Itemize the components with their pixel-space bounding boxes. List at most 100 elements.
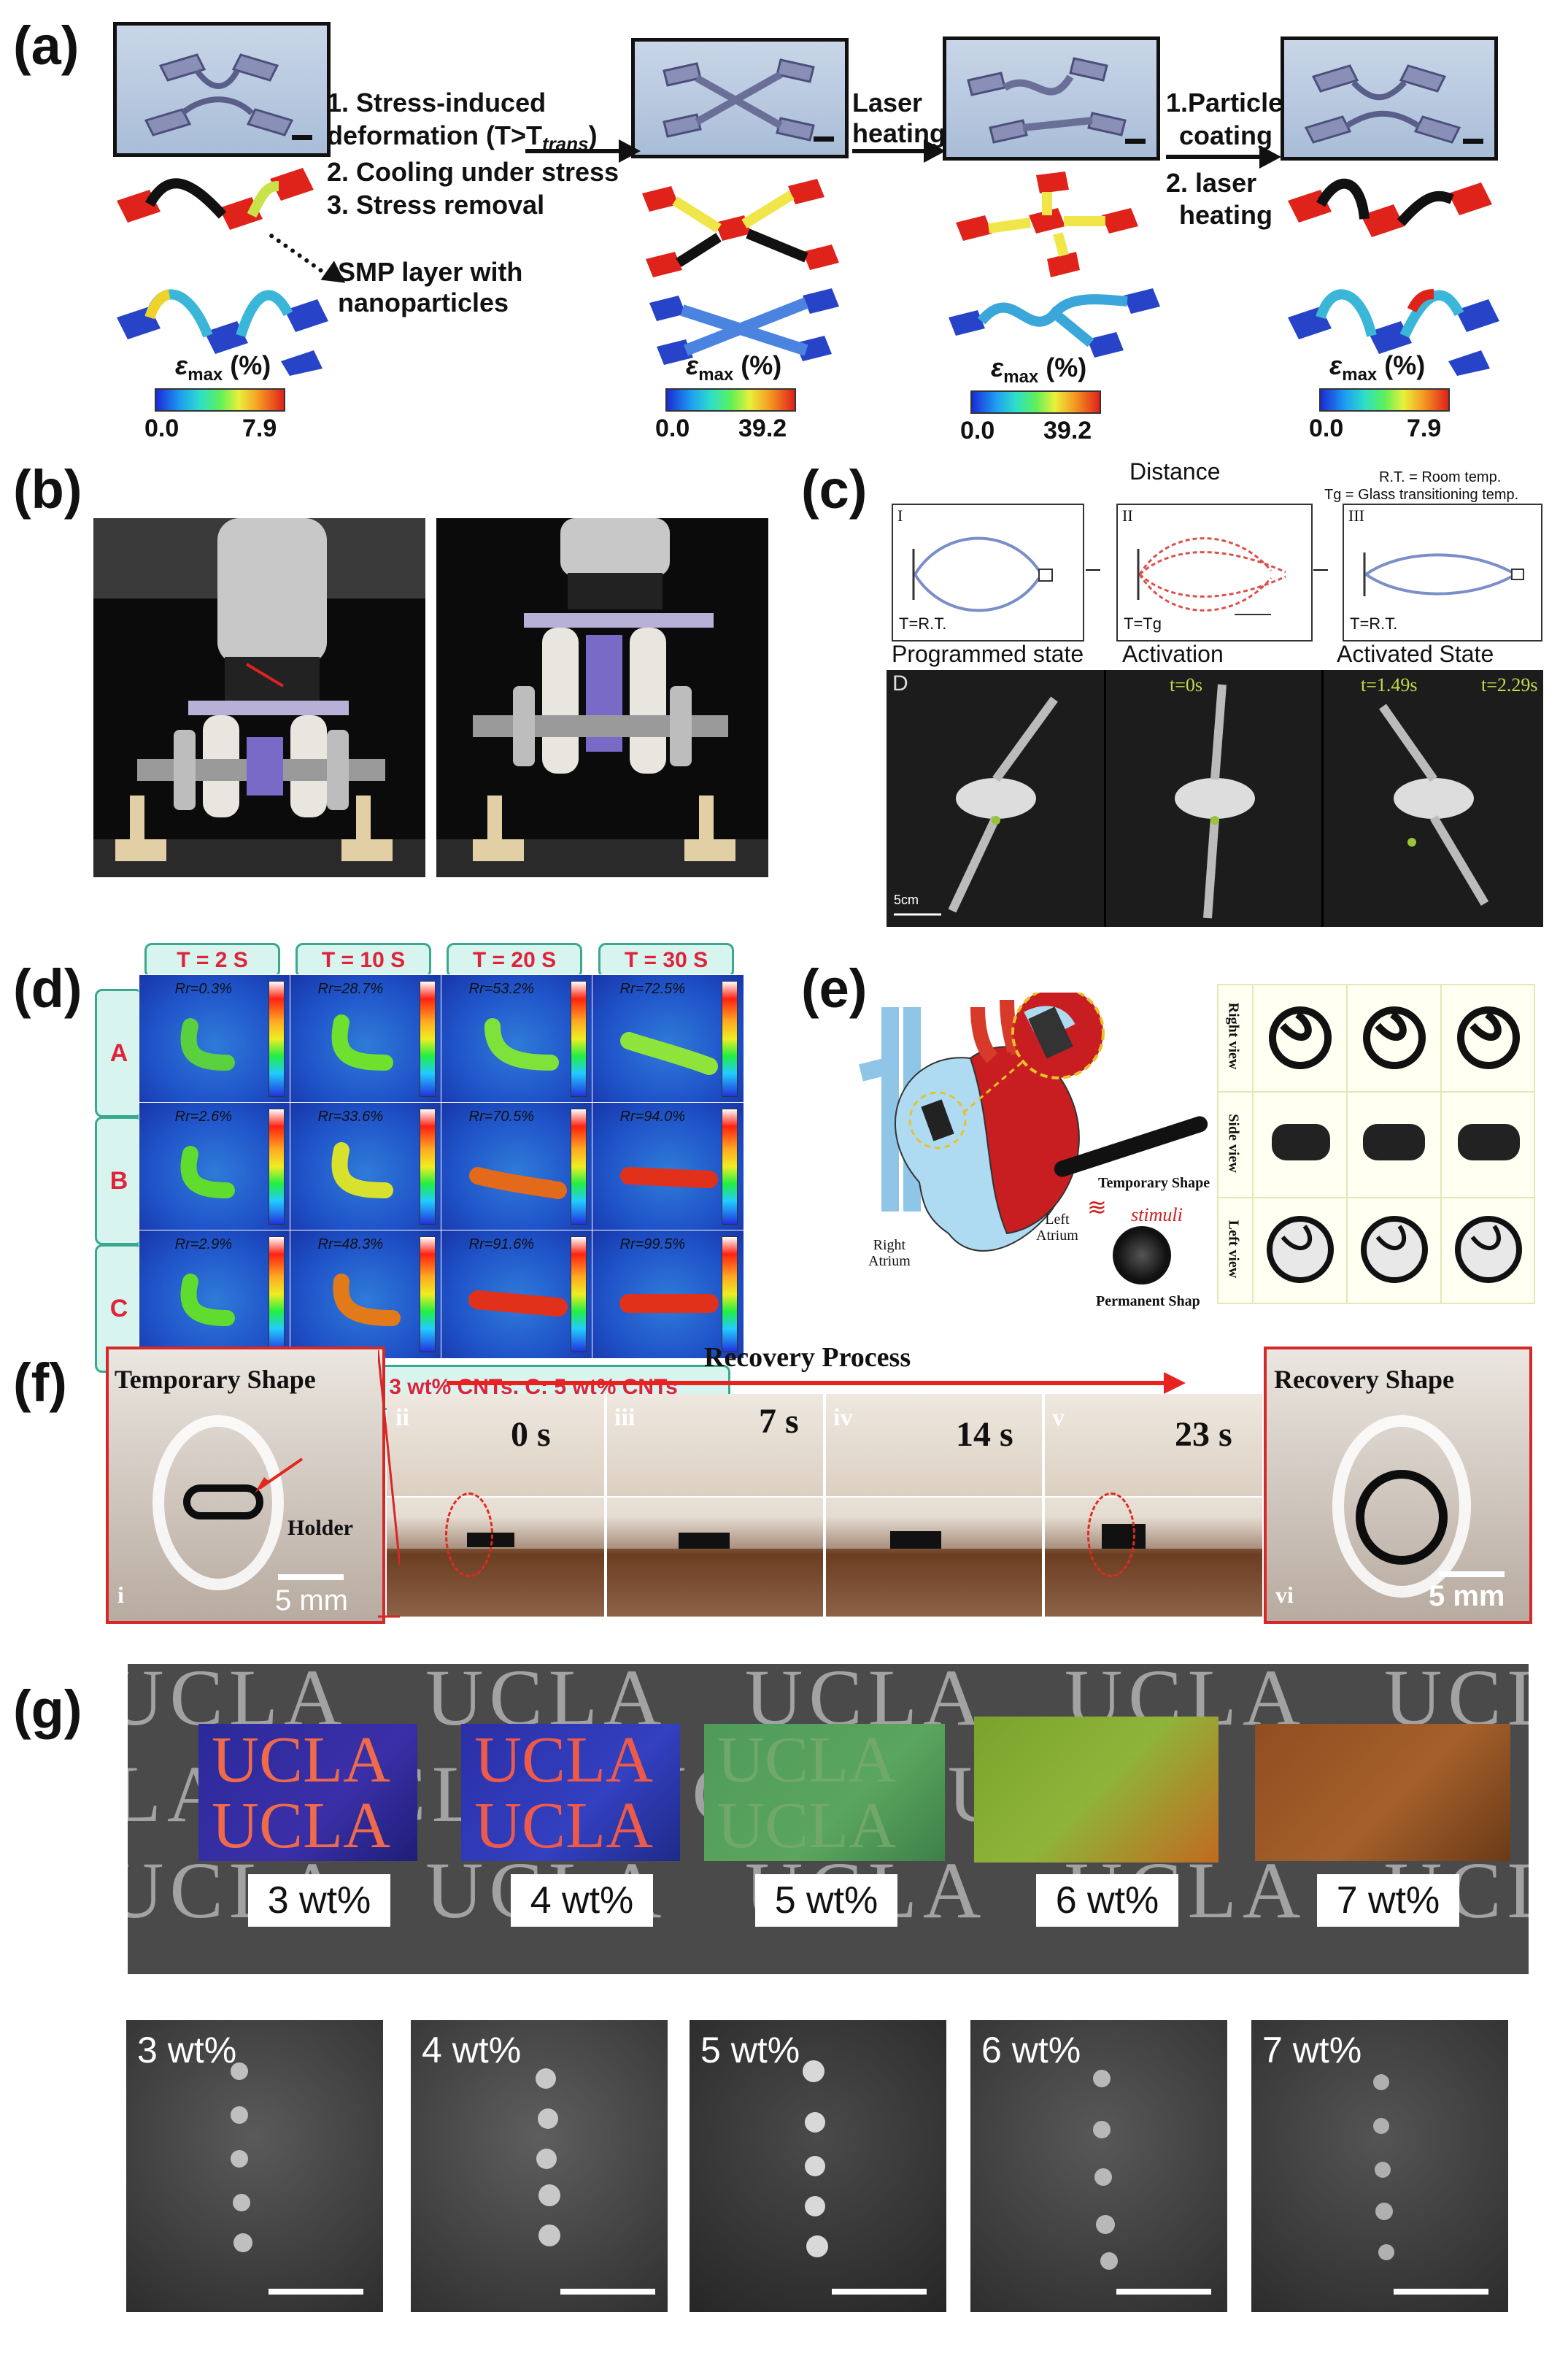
thermal-a4: Rr=72.5% (592, 974, 744, 1103)
panel-a-photo-2 (631, 38, 849, 158)
panel-a-laser-line1: Laser (852, 88, 923, 118)
panel-f-zoom-lines-left (378, 1349, 400, 1618)
panel-g-label: (g) (13, 1679, 82, 1740)
panel-c-arrow-1 (1086, 569, 1100, 571)
thermal-c4: Rr=99.5% (592, 1230, 744, 1359)
thermal-a1: Rr=0.3% (139, 974, 291, 1103)
panel-a-colorbar-2 (665, 388, 796, 412)
panel-f-recovery-title: Recovery Process (704, 1342, 911, 1373)
panel-a-schematic-4 (1288, 178, 1499, 376)
view-label-side: Side view (1225, 1114, 1242, 1173)
panel-e-temporary: Temporary Shape (1098, 1175, 1210, 1191)
panel-c-video: D t=0s t=1.49s t=2.29s 5cm (887, 670, 1543, 927)
panel-g-ucla-photo: UCLA UCLA UCLA UCLA UCLA UCLA UCLA UCLA … (128, 1664, 1529, 1974)
panel-a-step3-line3: 2. laser (1166, 168, 1257, 198)
panel-a-arrow-1 (525, 149, 620, 153)
spiral-device-icons (1267, 1006, 1522, 1283)
panel-a-step3-line4: heating (1179, 200, 1273, 230)
sample-6wt (974, 1717, 1219, 1863)
panel-c-distance: Distance (1129, 458, 1221, 485)
panel-b-photo-left (93, 518, 425, 877)
panel-a-schematic-2 (642, 179, 839, 365)
thermal-a3: Rr=53.2% (441, 974, 593, 1103)
panel-a-schematic-1 (117, 168, 328, 376)
panel-c-state-3: III T=R.T. (1343, 504, 1542, 642)
panel-c-arrow-2 (1313, 569, 1328, 571)
sem-image-7wt: 7 wt% (1251, 2020, 1508, 2312)
panel-d-header-1: T = 2 S (144, 943, 280, 978)
panel-a-photo-4 (1281, 36, 1498, 161)
panel-a-colorbar-1-max: 7.9 (242, 415, 277, 442)
panel-a-step3-line1: 1.Particle (1166, 88, 1283, 118)
sample-label-7wt: 7 wt% (1317, 1874, 1459, 1927)
panel-a-arrowhead-2 (924, 139, 946, 163)
red-pads (117, 168, 314, 230)
robot-shape-icon (1304, 64, 1483, 144)
panel-f-frames: ii 0 s iii 7 s iv 14 s v 23 s (387, 1394, 1262, 1617)
panel-a-arrow-2 (852, 149, 925, 153)
sem-image-6wt: 6 wt% (970, 2020, 1227, 2312)
panel-a-eps-2: εmax (%) (686, 350, 782, 385)
panel-a-step1-line1: 1. Stress-induced (327, 88, 547, 118)
panel-a-eps-1: εmax (%) (175, 350, 271, 385)
heart-diagram-icon (859, 993, 1105, 1252)
sample-label-5wt: 5 wt% (755, 1874, 897, 1927)
panel-a-colorbar-3-min: 0.0 (960, 417, 995, 444)
panel-a-step1-line2: deformation (T>Ttrans) (327, 120, 598, 155)
panel-c-state-1: I T=R.T. (892, 504, 1084, 642)
panel-a-callout-line2: nanoparticles (338, 288, 509, 317)
sample-4wt: UCLA UCLA (461, 1724, 680, 1861)
panel-a-colorbar-4-max: 7.9 (1407, 415, 1442, 442)
sample-label-4wt: 4 wt% (511, 1874, 653, 1927)
panel-a-colorbar-4 (1319, 388, 1450, 412)
robot-shape-icon (144, 53, 312, 140)
panel-a-schematic-3 (949, 172, 1160, 358)
panel-c-caption-2: Activation (1122, 641, 1224, 667)
panel-a-step3-line2: coating (1179, 120, 1273, 150)
thermal-b1: Rr=2.6% (139, 1102, 291, 1231)
panel-d-header-4: T = 30 S (598, 943, 734, 978)
panel-d-header-2: T = 10 S (296, 943, 431, 978)
panel-c-caption-1: Programmed state (892, 641, 1084, 667)
sample-3wt: UCLA UCLA (198, 1724, 417, 1861)
thermal-b4: Rr=94.0% (592, 1102, 744, 1231)
panel-c-state-2: II T=Tg (1116, 504, 1313, 642)
stimuli-wave-icon: ≋ (1087, 1194, 1107, 1220)
sample-7wt (1255, 1724, 1510, 1861)
panel-a-colorbar-1 (155, 388, 285, 412)
thermal-a2: Rr=28.7% (290, 974, 442, 1103)
panel-c-label: (c) (801, 459, 868, 520)
panel-b-label: (b) (13, 459, 82, 520)
thermal-b2: Rr=33.6% (290, 1102, 442, 1231)
panel-e-stimuli: stimuli (1131, 1204, 1183, 1225)
panel-e-permanent: Permanent Shap (1096, 1293, 1200, 1309)
thermal-c1: Rr=2.9% (139, 1230, 291, 1359)
panel-a-arrowhead-3 (1259, 145, 1281, 169)
sem-image-4wt: 4 wt% (411, 2020, 668, 2312)
panel-f-temporary-photo: Temporary Shape Holder i 5 mm (106, 1347, 385, 1624)
panel-f-recovery-arrow (447, 1381, 1165, 1385)
panel-a-colorbar-2-min: 0.0 (655, 415, 690, 442)
panel-a-step1-line3: 2. Cooling under stress (327, 157, 619, 187)
sample-label-3wt: 3 wt% (248, 1874, 390, 1927)
panel-d-row-b: B (95, 1117, 143, 1245)
panel-c-legend-rt: R.T. = Room temp. (1379, 469, 1502, 485)
panel-f-recovery-arrowhead (1164, 1372, 1186, 1394)
sem-image-3wt: 3 wt% (126, 2020, 383, 2312)
panel-a-eps-4: εmax (%) (1329, 350, 1426, 385)
view-label-right: Right view (1225, 1002, 1242, 1070)
panel-a-colorbar-4-min: 0.0 (1309, 415, 1344, 442)
robot-shape-icon (663, 58, 834, 142)
panel-a-colorbar-1-min: 0.0 (144, 415, 179, 442)
panel-d-label: (d) (13, 958, 82, 1019)
panel-d-header-3: T = 20 S (447, 943, 582, 978)
sem-image-5wt: 5 wt% (690, 2020, 946, 2312)
panel-a-label: (a) (13, 15, 80, 76)
panel-d-row-a: A (95, 989, 143, 1117)
robot-shape-icon (967, 57, 1146, 144)
panel-a-photo-1 (113, 22, 331, 157)
panel-f-label: (f) (13, 1352, 67, 1413)
panel-e-views-grid: Right view Side view Left view (1217, 984, 1535, 1304)
